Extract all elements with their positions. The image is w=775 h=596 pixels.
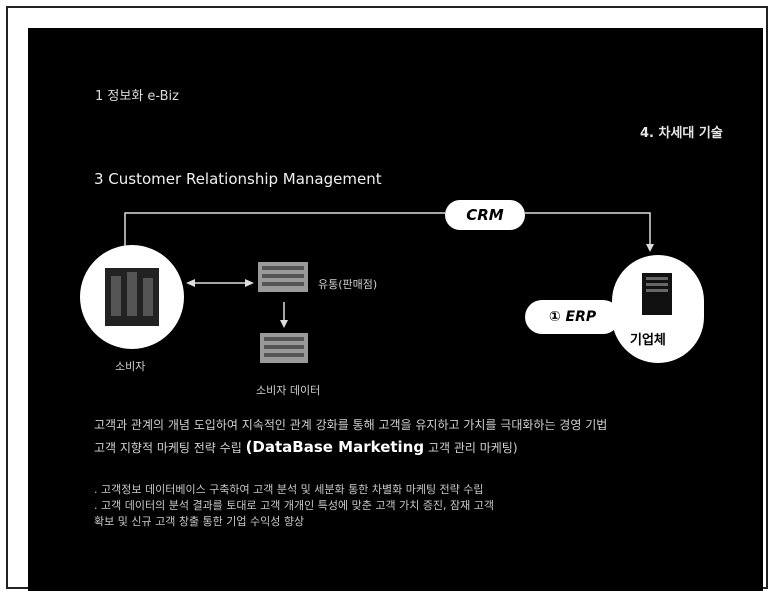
- header-right-text: 4. 차세대 기술: [640, 126, 723, 141]
- corporation-circle: 기업체: [612, 255, 704, 363]
- description-suffix: 고객 관리 마케팅): [427, 441, 518, 455]
- bullet-item: 확보 및 신규 고객 창출 통한 기업 수익성 향상: [94, 515, 305, 528]
- description-prefix: 고객 지향적 마케팅 전략 수립: [94, 441, 242, 455]
- data-label: 소비자 데이터: [256, 384, 321, 397]
- description-line-2: 고객 지향적 마케팅 전략 수립 (DataBase Marketing 고객 …: [94, 437, 744, 458]
- consumer-circle: [80, 245, 184, 349]
- bullet-list: . 고객정보 데이터베이스 구축하여 고객 분석 및 세분화 통한 차별화 마케…: [94, 482, 494, 530]
- store-building-icon: [258, 262, 308, 292]
- erp-badge: ① ERP: [525, 300, 620, 334]
- section-title: 3 Customer Relationship Management: [94, 170, 382, 188]
- store-label: 유통(판매점): [318, 278, 378, 291]
- crm-badge: CRM: [445, 200, 525, 230]
- bullet-item: . 고객 데이터의 분석 결과를 토대로 고객 개개인 특성에 맞춘 고객 가치…: [94, 499, 495, 512]
- consumer-group-icon: [105, 268, 159, 326]
- description-emphasis: (DataBase Marketing: [245, 438, 425, 456]
- bullet-item: . 고객정보 데이터베이스 구축하여 고객 분석 및 세분화 통한 차별화 마케…: [94, 483, 484, 496]
- consumer-label: 소비자: [115, 360, 146, 373]
- crm-connector-line: [124, 212, 445, 260]
- building-icon: [642, 273, 672, 315]
- arrow-head-right: [646, 244, 654, 252]
- corporation-label: 기업체: [630, 333, 666, 348]
- description-line-1: 고객과 관계의 개념 도입하여 지속적인 관계 강화를 통해 고객을 유지하고 …: [94, 418, 608, 432]
- crm-connector-line-right: [525, 212, 651, 250]
- header-left-text: 1 정보화 e-Biz: [95, 89, 179, 104]
- data-building-icon: [260, 333, 308, 363]
